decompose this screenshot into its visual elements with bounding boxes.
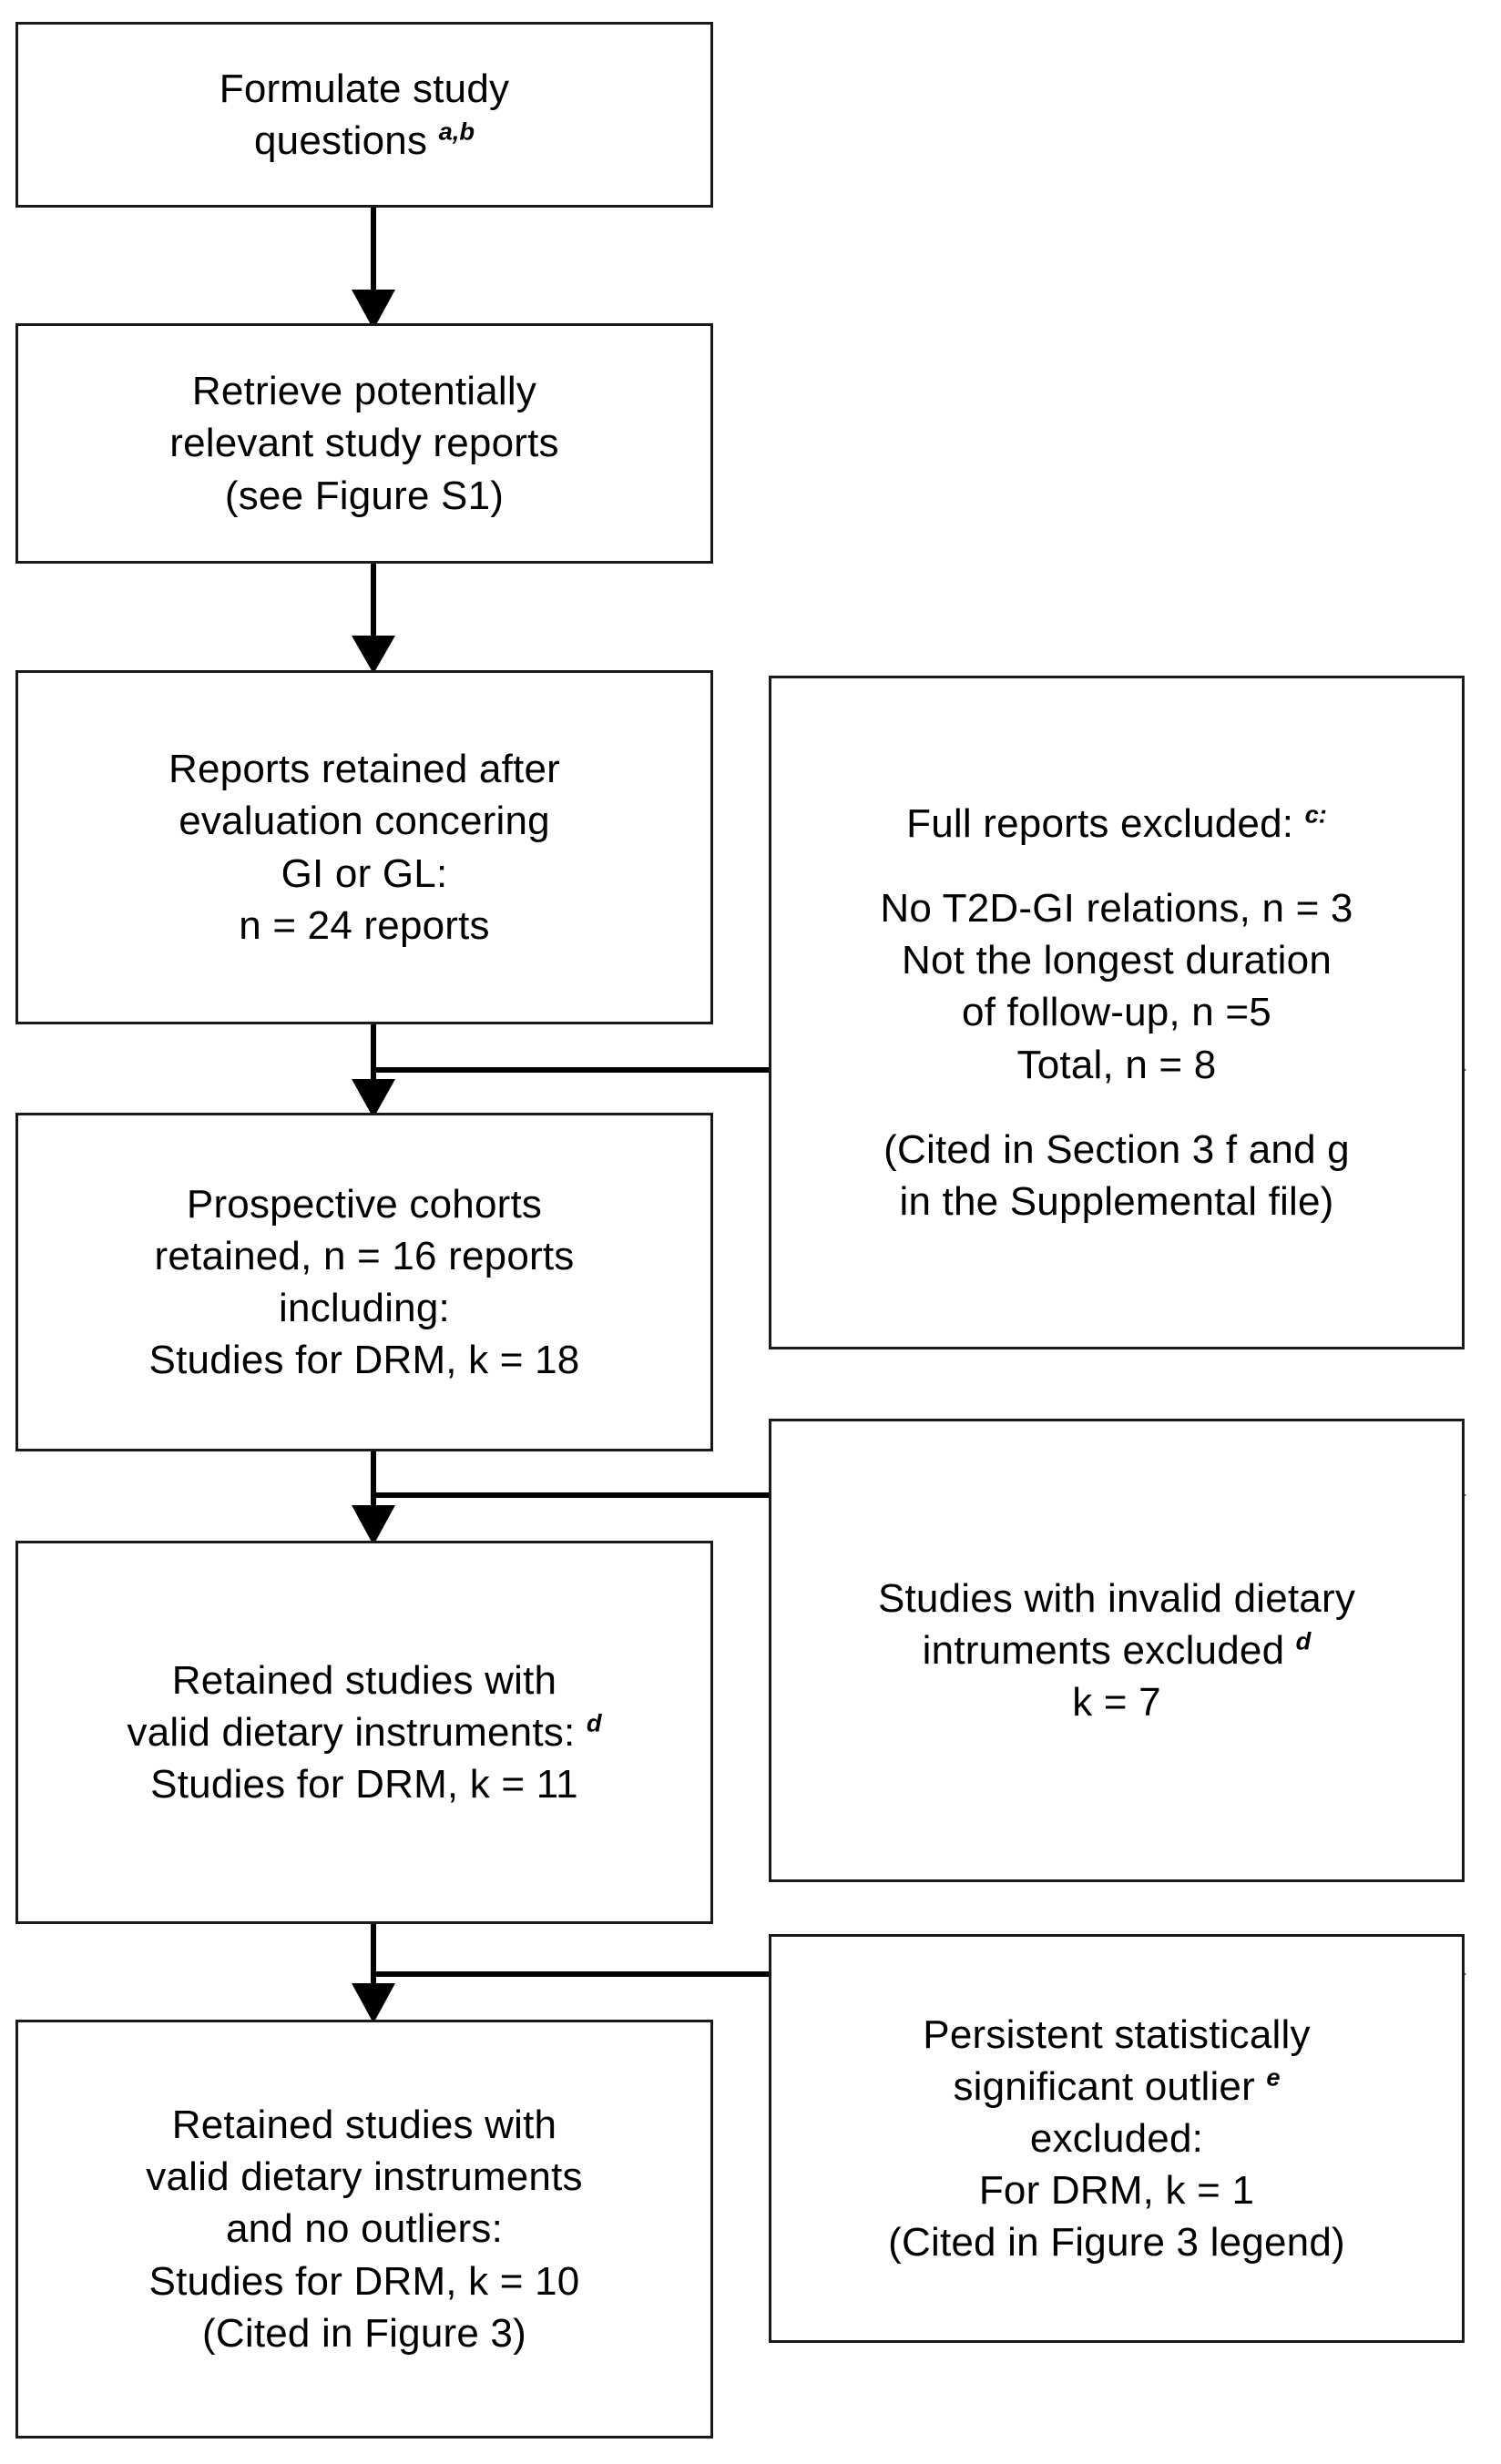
node-outlier-excluded[interactable]: Persistent statistically significant outl… [769,1934,1465,2343]
node-text-line: questions a,b [254,117,475,163]
node-text-line: intruments excluded d [922,1626,1312,1673]
node-text-line: Studies for DRM, k = 18 [148,1338,580,1383]
footnote-marker: d [586,1708,602,1737]
node-text-line: valid dietary instruments: d [127,1708,602,1755]
node-text-line: (Cited in Section 3 f and g [883,1126,1350,1172]
node-text-line: (Cited in Figure 3 legend) [888,2220,1345,2265]
node-text-line: No T2D-GI relations, n = 3 [880,886,1353,932]
node-text-line: Reports retained after [168,747,560,792]
node-text-line: excluded: [1029,2115,1204,2161]
node-reports-retained[interactable]: Reports retained after evaluation conceri… [15,670,713,1024]
node-text-line: of follow-up, n =5 [962,990,1271,1035]
node-text-line: significant outlier e [953,2062,1281,2109]
node-prospective-cohorts[interactable]: Prospective cohorts retained, n = 16 repo… [15,1113,713,1451]
node-text-line: Prospective cohorts [186,1181,543,1227]
node-text-line: Studies with invalid dietary [877,1575,1356,1621]
node-text-line: evaluation concering [179,799,550,844]
node-text-line: Studies for DRM, k = 11 [150,1762,578,1807]
node-text-line: Persistent statistically [923,2011,1311,2057]
node-full-reports-excluded[interactable]: Full reports excluded: c: No T2D-GI relat… [769,676,1465,1349]
node-text-line: Full reports excluded: c: [906,799,1327,846]
node-text-line: (see Figure S1) [224,473,505,518]
connector-retrieve-to-retained-reports [352,564,395,674]
node-invalid-instruments-excluded[interactable]: Studies with invalid dietary intruments e… [769,1419,1465,1882]
node-text-line: retained, n = 16 reports [154,1233,575,1278]
footnote-marker: e [1266,2062,1281,2092]
node-text-line: Retained studies with [171,1657,557,1703]
node-text-line: relevant study reports [169,421,559,466]
node-retrieve-study-reports[interactable]: Retrieve potentially relevant study repor… [15,323,713,564]
node-text-line: Retrieve potentially [191,369,537,414]
node-formulate-study-questions[interactable]: Formulate study questions a,b [15,22,713,208]
node-text-line: Formulate study [219,66,510,111]
connector-retained-reports-to-prospective [352,1024,395,1118]
node-text-line: valid dietary instruments [146,2154,583,2200]
node-text-line: Studies for DRM, k = 10 [148,2258,580,2304]
node-text-line: k = 7 [1072,1680,1161,1726]
connector-prospective-to-valid [352,1451,395,1545]
node-text-line: For DRM, k = 1 [978,2168,1255,2214]
node-text-line: Total, n = 8 [1016,1042,1217,1087]
node-no-outliers[interactable]: Retained studies with valid dietary instr… [15,2020,713,2439]
footnote-marker: c: [1304,799,1327,829]
node-text-line: in the Supplemental file) [899,1178,1334,1224]
footnote-marker: a,b [438,117,475,146]
footnote-marker: d [1295,1626,1312,1655]
node-text-line: (Cited in Figure 3) [202,2310,526,2356]
node-text-line: n = 24 reports [239,902,490,948]
node-text-line: Not the longest duration [902,938,1332,983]
node-text-line: and no outliers: [225,2206,504,2252]
node-text-line: Retained studies with [171,2103,557,2148]
node-text-line: including: [279,1286,450,1330]
node-valid-dietary-instruments[interactable]: Retained studies with valid dietary instr… [15,1541,713,1924]
connector-valid-to-no-outliers [352,1924,395,2023]
node-text-line: GI or GL: [281,850,448,896]
connector-formulate-to-retrieve [352,208,395,330]
